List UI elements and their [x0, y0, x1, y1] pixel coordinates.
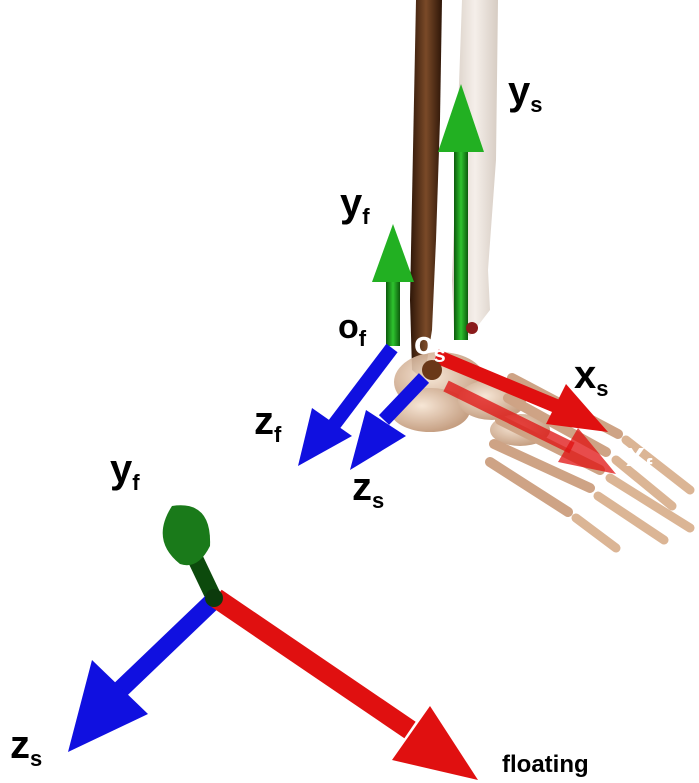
phalanges — [571, 435, 695, 553]
ys-axis-head — [438, 84, 484, 152]
label-yf-bottom: yf — [110, 447, 140, 495]
origin-os-marker — [422, 360, 442, 380]
phalanx-bone — [593, 491, 669, 545]
floating-zs-shaft — [113, 593, 221, 697]
tibia — [410, 0, 442, 380]
label-zs-bottom: zs — [10, 723, 42, 771]
phalanx-bone — [605, 473, 695, 533]
floating-origin — [205, 589, 223, 607]
phalanx-bone — [571, 513, 621, 553]
floating-x-head — [392, 706, 478, 780]
floating-x-shaft — [210, 589, 416, 739]
phalanx-bone — [611, 455, 677, 511]
label-xs: xs — [574, 353, 609, 401]
foot-skeleton — [390, 352, 695, 553]
xs-axis-head — [546, 384, 608, 432]
label-floating: floating — [502, 751, 589, 778]
label-zs-mid: zs — [352, 465, 384, 513]
label-zf: zf — [254, 399, 282, 447]
metatarsal-bone — [489, 439, 595, 493]
floating-zs-head — [68, 660, 148, 752]
label-xf: xf — [626, 436, 653, 479]
phalanx-bone — [621, 435, 695, 495]
zf-axis-head — [298, 408, 352, 466]
zf-axis-shaft — [324, 343, 398, 435]
axis-labels: ys yf of os xs zf zs xf yf zs floating — [10, 69, 653, 778]
xf-axis-head — [558, 428, 616, 474]
label-yf-top: yf — [340, 181, 370, 229]
metatarsal-bone — [485, 457, 573, 517]
floating-axes — [68, 505, 478, 780]
floating-yf-head — [162, 505, 211, 566]
xs-axis-shaft — [433, 349, 559, 413]
xf-axis-shaft — [443, 380, 575, 454]
origin-of-marker — [466, 322, 478, 334]
zs-axis-head — [350, 410, 406, 470]
label-ys-top: ys — [508, 69, 543, 117]
yf-axis-head — [372, 224, 414, 282]
zs-axis-shaft — [378, 373, 430, 425]
label-os: os — [414, 325, 446, 367]
yf-axis-shaft — [386, 280, 400, 346]
label-of: of — [338, 308, 367, 351]
upper-axes — [298, 84, 616, 474]
ys-axis-shaft — [454, 150, 468, 340]
